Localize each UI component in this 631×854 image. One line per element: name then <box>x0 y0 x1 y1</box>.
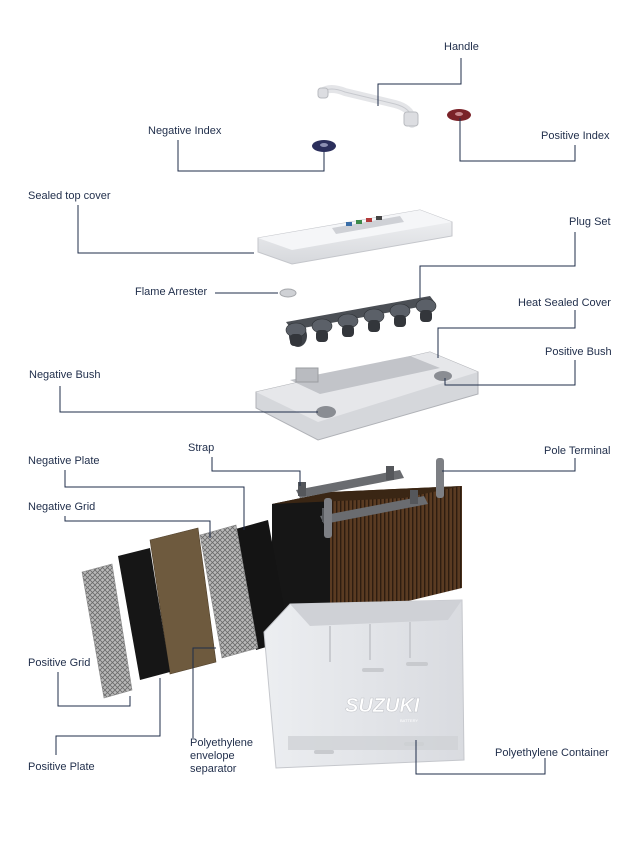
positive-plate-part <box>118 548 170 680</box>
handle-part <box>317 85 419 128</box>
leader-plug-set <box>419 232 576 298</box>
positive-index-part <box>447 109 471 121</box>
container-brand-subtext: BATTERY <box>400 718 418 723</box>
label-negative-grid: Negative Grid <box>28 501 96 513</box>
polyethylene-container-part: SUZUKI BATTERY <box>263 599 465 769</box>
label-pole-terminal: Pole Terminal <box>544 445 611 457</box>
label-heat-sealed-cover: Heat Sealed Cover <box>518 297 611 309</box>
leader-negative-grid <box>64 516 211 538</box>
leader-positive-grid <box>57 672 131 707</box>
leader-lines <box>55 58 576 775</box>
negative-grid-part <box>199 524 259 659</box>
leader-strap <box>211 457 301 486</box>
label-flame-arrester: Flame Arrester <box>135 286 208 298</box>
label-positive-plate: Positive Plate <box>28 761 95 773</box>
label-positive-grid: Positive Grid <box>28 657 91 669</box>
leader-pe-separator <box>192 647 216 738</box>
plug-set-part <box>285 296 437 347</box>
leader-pe-container <box>415 740 546 775</box>
container-brand-text: SUZUKI <box>345 695 420 717</box>
label-positive-bush: Positive Bush <box>545 346 612 358</box>
label-positive-index: Positive Index <box>541 130 610 142</box>
label-negative-bush: Negative Bush <box>29 369 101 381</box>
label-pe-container: Polyethylene Container <box>495 747 609 759</box>
label-sealed-top-cover: Sealed top cover <box>28 190 111 202</box>
label-plug-set: Plug Set <box>569 216 611 228</box>
leader-positive-index <box>459 118 576 162</box>
leader-sealed-top-cover <box>77 205 254 254</box>
label-strap: Strap <box>188 442 215 454</box>
separator-part <box>149 527 217 675</box>
leader-negative-plate <box>64 470 245 530</box>
negative-plate-part <box>232 520 290 650</box>
label-negative-index: Negative Index <box>148 125 222 137</box>
label-pe-separator: Polyethylene envelope separator <box>190 737 253 775</box>
leader-pole-terminal <box>442 458 576 472</box>
cell-element-part <box>272 458 462 632</box>
label-handle: Handle <box>444 41 479 53</box>
flame-arrester-part <box>279 288 297 298</box>
positive-grid-part <box>81 563 133 699</box>
leader-heat-sealed-cover <box>437 310 576 358</box>
leader-positive-bush <box>444 360 576 386</box>
leader-handle <box>377 58 462 106</box>
heat-sealed-cover-part <box>255 351 479 441</box>
leader-positive-plate <box>55 678 161 755</box>
negative-index-part <box>312 140 336 152</box>
leader-negative-bush <box>59 386 318 413</box>
sealed-top-cover-part <box>257 209 453 265</box>
leader-negative-index <box>177 140 325 172</box>
label-negative-plate: Negative Plate <box>28 455 100 467</box>
